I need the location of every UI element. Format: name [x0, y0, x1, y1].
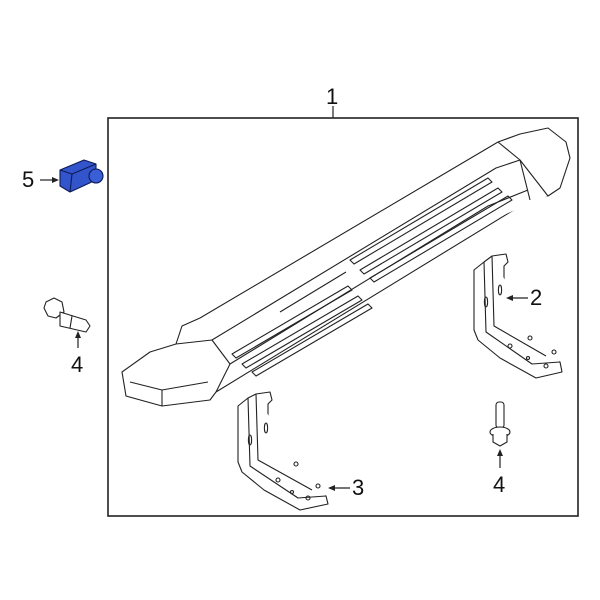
callout-1-label[interactable]: 1 — [326, 84, 339, 109]
bolt-left-illustration — [43, 297, 91, 333]
running-board-illustration — [121, 127, 571, 407]
callout-4b-label[interactable]: 4 — [493, 472, 506, 497]
callout-2-arrowhead — [506, 295, 513, 301]
callout-4b-arrowhead — [497, 449, 503, 456]
bolt-right-illustration — [489, 401, 511, 447]
rear-bracket-illustration — [237, 391, 329, 511]
assembly-frame — [107, 117, 579, 517]
callout-5-label[interactable]: 5 — [22, 167, 35, 192]
callout-5-arrowhead — [52, 177, 59, 183]
highlighted-clip-illustration[interactable] — [59, 159, 104, 193]
front-bracket-illustration — [473, 253, 563, 379]
callout-2-label[interactable]: 2 — [530, 285, 543, 310]
callout-4a-arrowhead — [75, 331, 81, 338]
callout-3-label[interactable]: 3 — [352, 475, 365, 500]
callout-4a-label[interactable]: 4 — [71, 352, 84, 377]
callout-3-arrowhead — [328, 485, 335, 491]
